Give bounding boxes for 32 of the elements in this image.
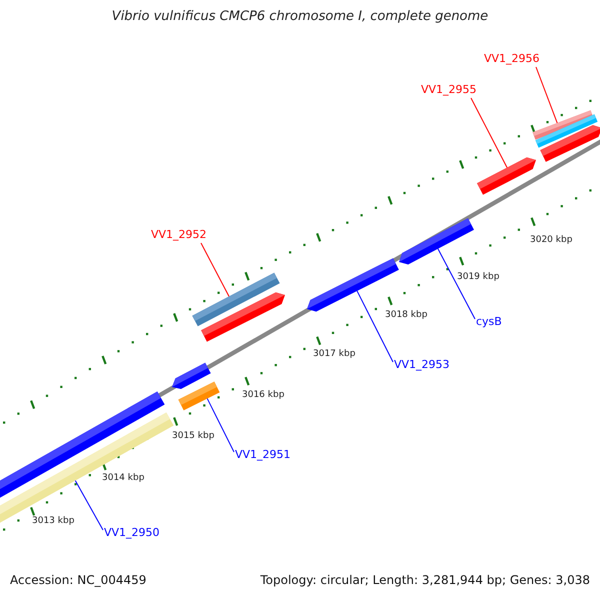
gene-label: VV1_2950	[104, 527, 160, 540]
leader-line	[437, 248, 476, 320]
leader-line	[74, 480, 104, 530]
gene-feature	[172, 362, 211, 389]
gene-label: cysB	[476, 316, 502, 329]
scale-label: 3015 kbp	[172, 431, 214, 442]
genome-info-text: Topology: circular; Length: 3,281,944 bp; Genes: 3,038	[260, 574, 590, 588]
gene-feature	[477, 157, 536, 195]
gene-feature	[307, 258, 399, 312]
gene-label: VV1_2956	[484, 53, 540, 66]
scale-label: 3016 kbp	[242, 390, 284, 400]
accession-text: Accession: NC_004459	[10, 574, 146, 588]
scale-label: 3017 kbp	[313, 349, 356, 360]
gene-label: VV1_2952	[151, 229, 207, 242]
gene-feature	[201, 292, 285, 342]
gene-feature	[178, 382, 220, 410]
scale-label: 3019 kbp	[457, 272, 500, 282]
scale-label: 3018 kbp	[385, 310, 428, 320]
gene-feature	[0, 412, 174, 524]
leader-line	[470, 98, 508, 168]
leader-line	[200, 242, 230, 297]
gene-feature	[399, 218, 474, 264]
gene-label: VV1_2953	[394, 359, 450, 372]
leader-line	[536, 66, 558, 124]
diagram-title: Vibrio vulnificus CMCP6 chromosome I, complete genome	[110, 10, 490, 25]
gene-label: VV1_2951	[235, 449, 291, 462]
scale-label: 3020 kbp	[530, 235, 572, 246]
scale-label: 3013 kbp	[32, 516, 74, 526]
scale-label: 3014 kbp	[102, 473, 144, 484]
leader-line	[356, 290, 394, 362]
gene-feature	[540, 125, 600, 162]
gene-label: VV1_2955	[421, 84, 477, 97]
